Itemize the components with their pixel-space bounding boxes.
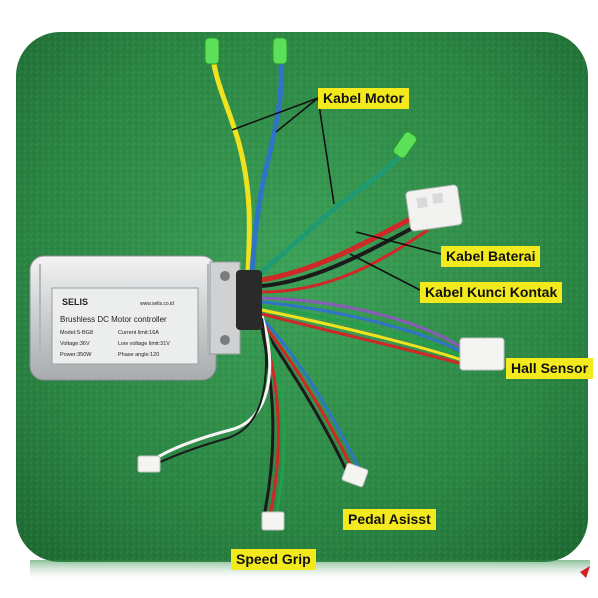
label-pedal-asisst: Pedal Asisst: [343, 509, 436, 530]
leader-lines: [231, 97, 442, 291]
controller-title: Brushless DC Motor controller: [60, 315, 167, 324]
low-voltage-text: Low voltage limit:31V: [118, 341, 170, 347]
model-text: Model:S-BG8: [60, 330, 93, 336]
power-text: Power:350W: [60, 352, 92, 358]
brand-text: SELIS: [62, 297, 88, 307]
voltage-text: Voltage:36V: [60, 341, 90, 347]
controller-housing: [29, 255, 262, 381]
website-text: www.selis.co.id: [140, 301, 174, 307]
label-kabel-motor: Kabel Motor: [318, 88, 409, 109]
label-kabel-kunci-kontak: Kabel Kunci Kontak: [420, 282, 563, 303]
label-kabel-baterai: Kabel Baterai: [441, 246, 541, 267]
current-text: Current limit:16A: [118, 330, 159, 336]
label-speed-grip: Speed Grip: [231, 549, 316, 570]
phase-text: Phase angle:120: [118, 352, 159, 358]
label-hall-sensor: Hall Sensor: [506, 358, 594, 379]
